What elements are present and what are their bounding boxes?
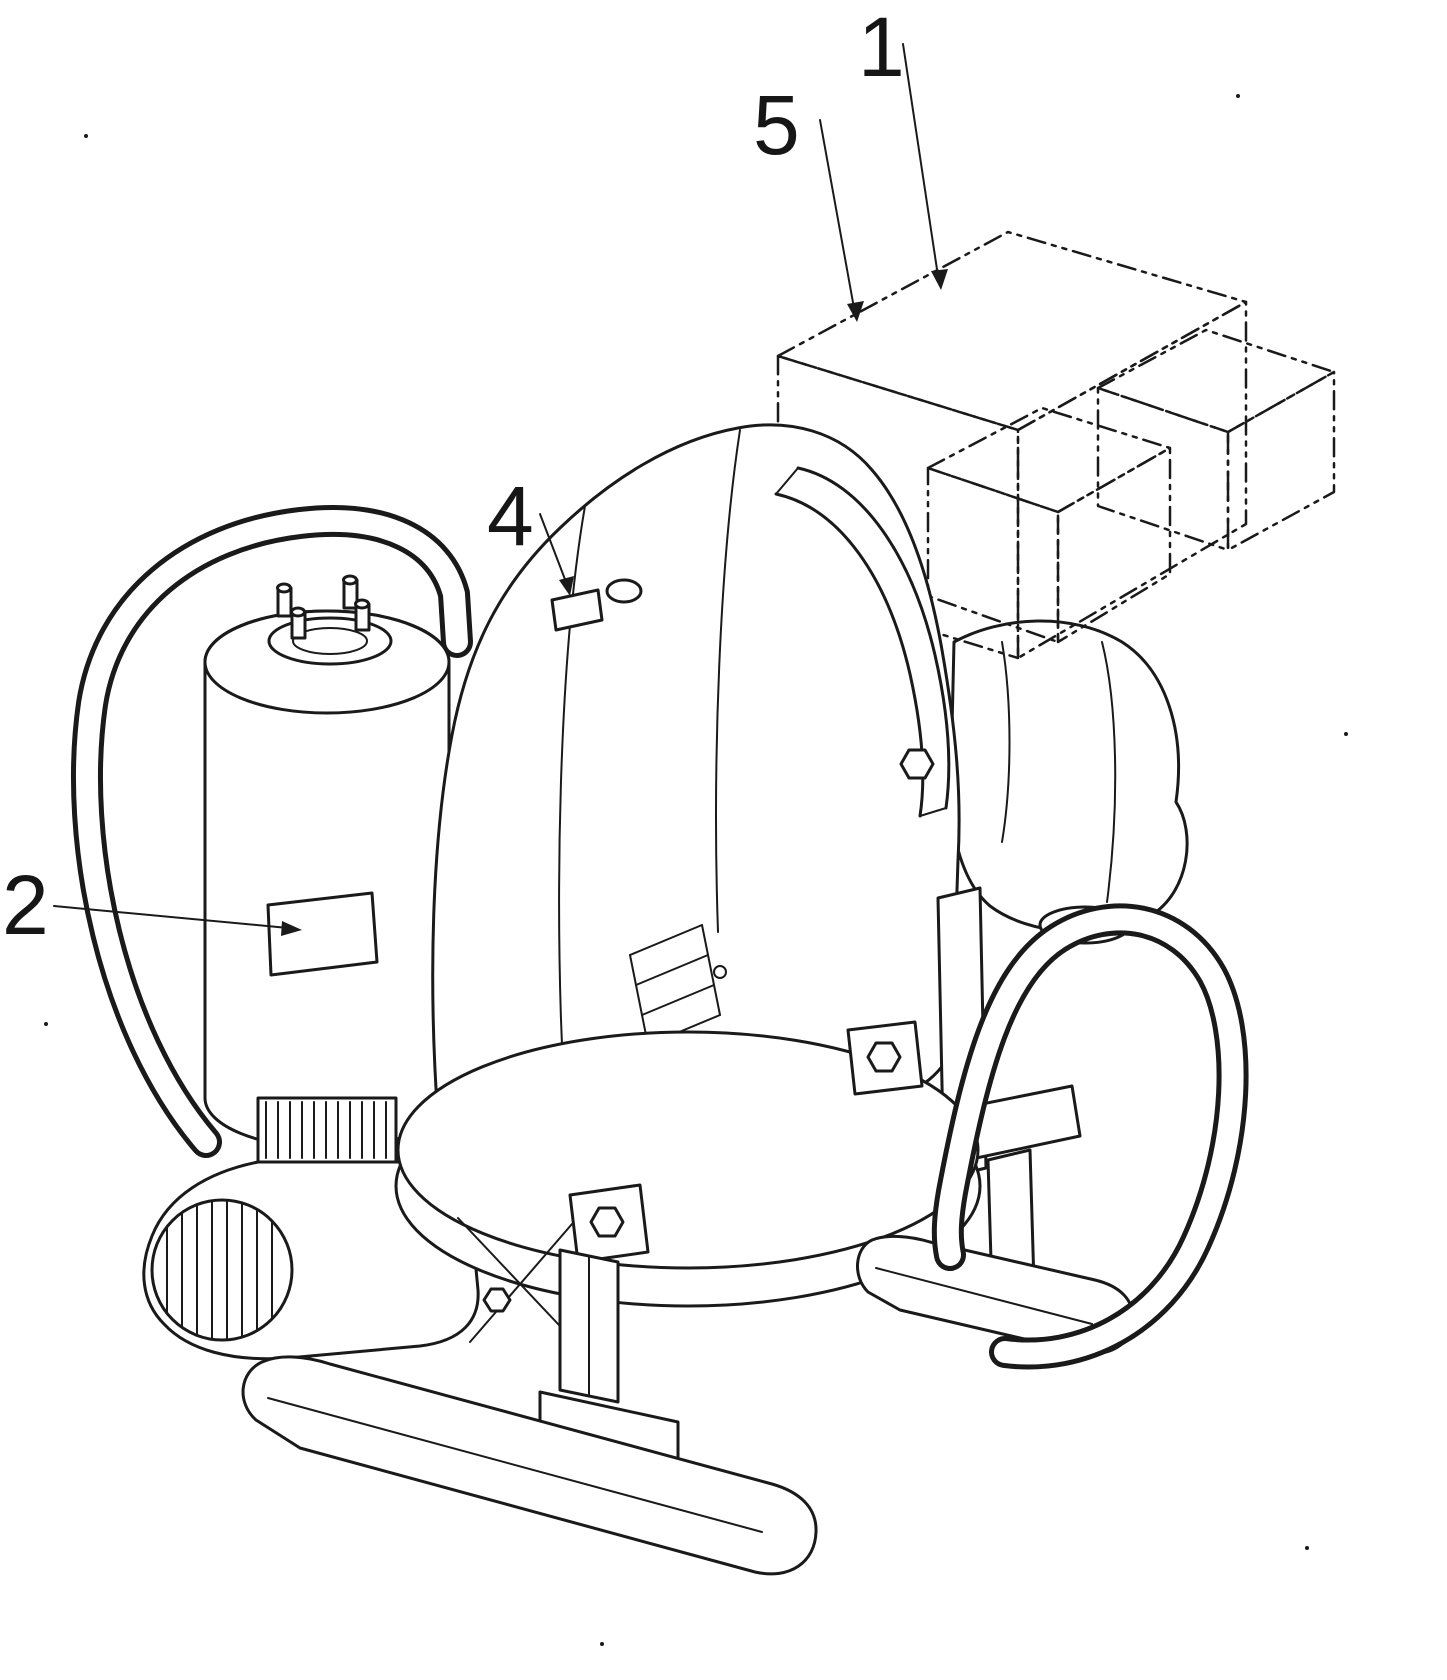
- engine-block-right: [1016, 300, 1248, 660]
- pump-clamp-band: [394, 1020, 982, 1308]
- leader-arrow-2: [281, 921, 302, 936]
- pump-housing: [431, 423, 961, 1139]
- engine-solid-body: [949, 619, 1189, 945]
- handle-right-tube-inner: [936, 908, 1244, 1365]
- leader-line-5: [819, 119, 855, 309]
- ref-label-1: 1: [858, 0, 905, 94]
- ref-label-4: 4: [487, 469, 534, 563]
- air-cleaner-top: [926, 406, 1172, 514]
- muffler-top: [1096, 328, 1336, 434]
- muffler-front: [1096, 386, 1230, 552]
- muffler-right: [1226, 370, 1336, 552]
- skid-front: [241, 1355, 818, 1576]
- leader-line-1: [902, 43, 939, 277]
- clamp-lug-left-bolt: [589, 1206, 625, 1238]
- ref-label-2: 2: [2, 858, 49, 952]
- reference-annotations: 1 5 4 2: [2, 0, 948, 952]
- elbow-and-outlet: [142, 1160, 480, 1361]
- leader-line-2: [53, 905, 289, 929]
- handle-frame-right: [931, 903, 1249, 1370]
- leader-arrow-1: [931, 269, 948, 290]
- tank-label-plate: [266, 891, 379, 977]
- tank-threaded-collar: [256, 1096, 398, 1164]
- tie-rod-a: [457, 1217, 576, 1343]
- leader-arrow-4: [559, 576, 574, 596]
- tank-flange: [267, 616, 393, 666]
- tie-rod-b: [469, 1223, 573, 1343]
- engine-crankcase: [949, 619, 1189, 934]
- base-skids: [241, 1234, 1135, 1576]
- handle-frame-left: [71, 505, 473, 1158]
- air-cleaner-front: [926, 466, 1060, 644]
- tank-studs: [276, 574, 371, 640]
- air-cleaner-right: [1056, 446, 1172, 644]
- cooling-louvers: [629, 924, 721, 1046]
- collar-hex-bolt: [899, 748, 935, 780]
- leader-arrow-5: [847, 301, 864, 322]
- tie-rod-nut: [482, 1287, 512, 1313]
- clamp-band-upper: [396, 1030, 980, 1270]
- pump-top-marker-plate: [550, 588, 604, 632]
- leader-line-4: [539, 513, 567, 583]
- pump-top-port: [605, 578, 643, 604]
- ref-label-5: 5: [753, 78, 800, 172]
- engine-block-top: [776, 230, 1248, 432]
- upper-clamp-collar: [774, 466, 951, 818]
- handle-left-tube-inner: [76, 510, 468, 1153]
- clamp-lug-right-bolt: [866, 1041, 902, 1073]
- pressure-tank: [203, 574, 451, 1164]
- outlet-threads: [166, 1199, 273, 1341]
- scan-speckles: [44, 94, 1348, 1646]
